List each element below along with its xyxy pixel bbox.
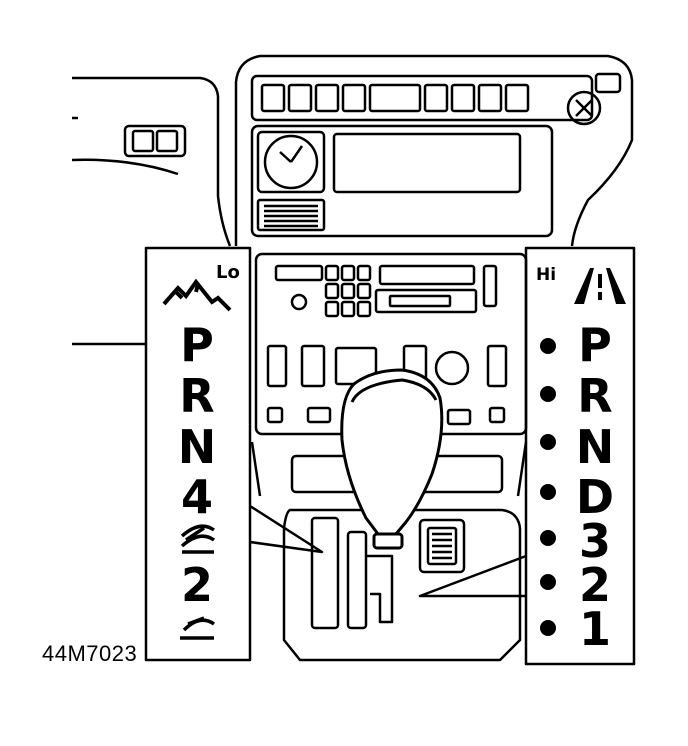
dashboard-curve: [71, 158, 179, 176]
side-vent: [123, 124, 187, 158]
indicator-dot: [540, 386, 556, 402]
left-gear-4: 4: [180, 470, 213, 524]
mountain-icon: [162, 278, 232, 312]
right-gear-3: 3: [578, 514, 611, 568]
snow-1-icon: [180, 616, 216, 640]
left-gear-2: 2: [180, 558, 213, 612]
mode-switch: [418, 518, 466, 574]
upper-stack-outline: [234, 54, 634, 247]
right-gear-r: R: [577, 369, 613, 423]
indicator-dot: [540, 434, 556, 450]
road-icon: [574, 268, 626, 304]
vent-grille: [256, 198, 326, 232]
left-indicator-panel: [144, 246, 252, 662]
left-gear-n: N: [177, 420, 217, 474]
left-gear-r: R: [179, 369, 215, 423]
dashboard-outline: [72, 76, 232, 247]
indicator-dot: [540, 620, 556, 636]
right-gear-p: P: [578, 318, 612, 372]
gear-knob: [340, 368, 444, 550]
hazard-knob: [566, 90, 602, 126]
indicator-dot: [540, 338, 556, 354]
indicator-dot: [540, 530, 556, 546]
gate-surround: [282, 508, 522, 662]
clock-face: [263, 134, 319, 190]
right-indicator-panel: [524, 246, 636, 666]
indicator-dot: [540, 574, 556, 590]
lo-mode-label: Lo: [216, 262, 240, 283]
top-switch-bank: [250, 74, 594, 122]
left-gear-p: P: [180, 318, 214, 372]
clock-display-surround: [250, 124, 554, 238]
right-gear-n: N: [575, 420, 615, 474]
hi-mode-label: Hi: [536, 265, 557, 285]
indicator-dot: [540, 484, 556, 500]
figure-reference: 44M7023: [42, 641, 138, 666]
display-window: [332, 132, 522, 194]
right-gear-1: 1: [578, 602, 611, 656]
right-gear-2: 2: [578, 558, 611, 612]
right-gear-d: D: [575, 470, 615, 524]
shift-gate: [366, 554, 394, 624]
snow-3-icon: [180, 524, 216, 554]
